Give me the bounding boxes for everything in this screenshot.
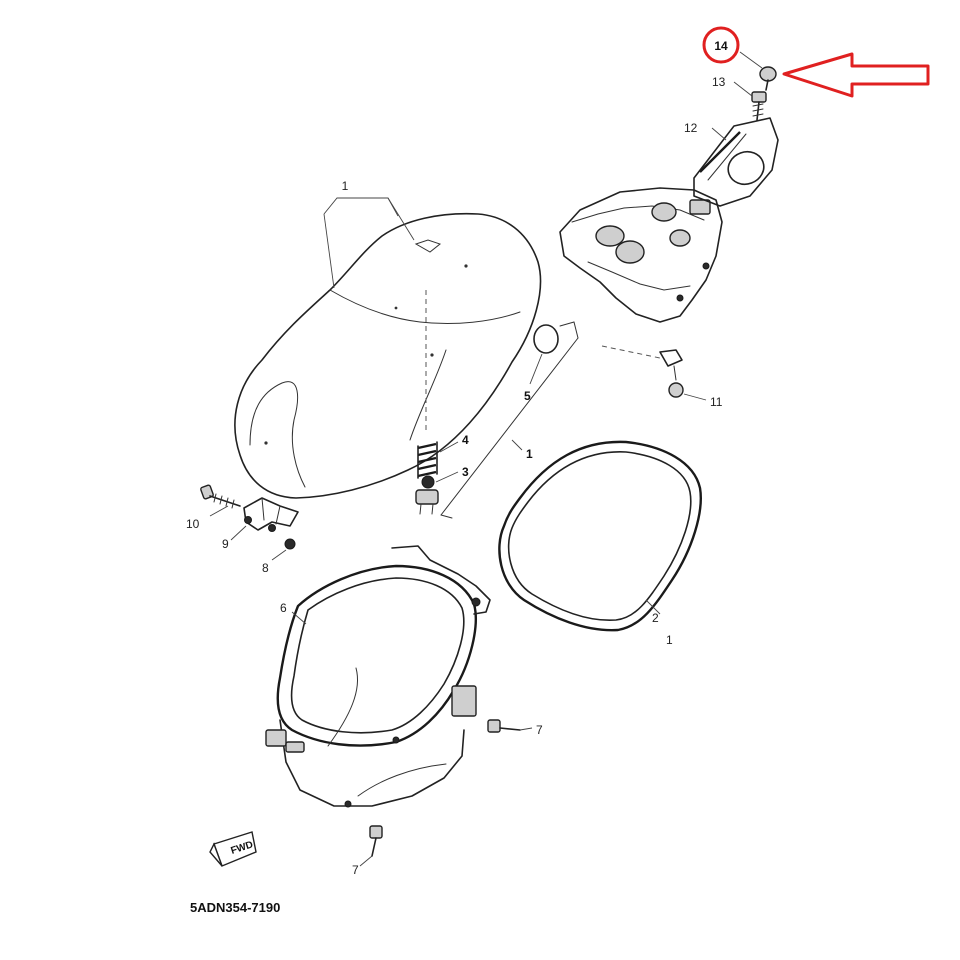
o-ring-part <box>533 324 559 354</box>
leader-13 <box>733 81 753 97</box>
callout-7-bottom: 7 <box>352 863 359 877</box>
weatherstrip-part <box>498 440 702 632</box>
screw-bottom-part <box>369 825 383 857</box>
helmet-box-part <box>265 545 491 808</box>
callout-12: 12 <box>684 121 698 135</box>
leader-7-bottom <box>359 855 373 867</box>
hinge-plate-part <box>243 497 299 532</box>
highlight-marker <box>702 26 930 98</box>
leader-7-right <box>519 727 533 731</box>
callout-2: 2 <box>652 611 659 625</box>
leader-1-seat-a <box>323 213 335 289</box>
callout-6: 6 <box>280 601 287 615</box>
leader-8 <box>271 549 287 561</box>
leader-11 <box>683 393 707 401</box>
seat-bracket-line <box>440 321 579 519</box>
drawing-code: 5ADN354-7190 <box>190 900 280 915</box>
callout-1-seat: 1 <box>342 179 349 193</box>
callout-8: 8 <box>262 561 269 575</box>
leader-9 <box>230 525 247 541</box>
lock-nut-part <box>668 382 684 398</box>
screw-right-part <box>487 719 521 733</box>
callout-14-highlighted: 14 <box>714 39 728 53</box>
seat-part <box>234 212 542 499</box>
hinge-bolt-part <box>200 484 241 509</box>
leader-1-seat-b <box>387 197 415 241</box>
lock-bracket-part <box>559 187 723 323</box>
spring-part <box>417 441 438 479</box>
leader-1-seat <box>323 197 399 217</box>
leader-3 <box>435 471 459 483</box>
callout-7-right: 7 <box>536 723 543 737</box>
leader-2 <box>645 599 661 615</box>
leader-6 <box>291 611 307 625</box>
leader-4 <box>439 441 459 453</box>
lock-bolt-part <box>751 91 767 121</box>
leader-12 <box>711 127 727 141</box>
callout-9: 9 <box>222 537 229 551</box>
callout-2-sub: 1 <box>666 633 673 647</box>
leader-10 <box>209 505 229 517</box>
hinge-nut-part <box>284 538 296 550</box>
damper-part <box>415 475 439 515</box>
lock-cap-part <box>759 66 777 91</box>
lock-plate-part <box>693 117 779 207</box>
callout-13: 13 <box>712 75 726 89</box>
leader-5 <box>529 353 543 385</box>
callout-4: 4 <box>462 433 469 447</box>
callout-10: 10 <box>186 517 200 531</box>
callout-3: 3 <box>462 465 469 479</box>
callout-1-lower: 1 <box>526 447 533 461</box>
lock-rod-part <box>601 345 683 381</box>
callout-11: 11 <box>710 395 723 409</box>
leader-14 <box>739 51 763 69</box>
callout-5: 5 <box>524 389 531 403</box>
fwd-arrow-icon <box>209 831 257 867</box>
